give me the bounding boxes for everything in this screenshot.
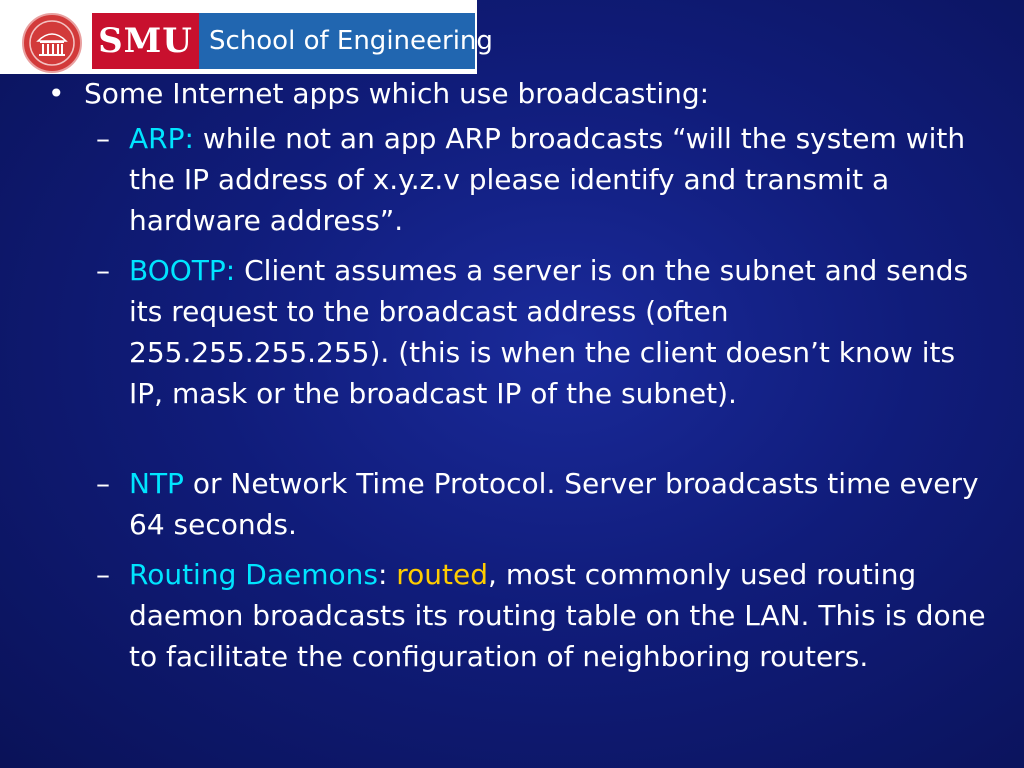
main-bullet: • Some Internet apps which use broadcasti… [48, 74, 709, 114]
routing-description: , most commonly used routing daemon broa… [129, 558, 986, 673]
highlight-routed: routed [396, 558, 489, 591]
sub-item-arp: – ARP: while not an app ARP broadcasts “… [96, 118, 996, 241]
term-arp: ARP: [129, 122, 194, 155]
logo-banner: SMU School of Engineering [0, 0, 493, 74]
term-routing-daemons: Routing Daemons [129, 558, 378, 591]
sub-item-bootp-text: BOOTP: Client assumes a server is on the… [129, 250, 996, 414]
dash-marker: – [96, 467, 110, 500]
sub-item-bootp: – BOOTP: Client assumes a server is on t… [96, 250, 996, 414]
arp-description: while not an app ARP broadcasts “will th… [129, 122, 966, 237]
bullet-marker: • [48, 77, 65, 110]
sub-item-routing: – Routing Daemons: routed, most commonly… [96, 554, 996, 677]
dash-marker: – [96, 558, 110, 591]
school-name: School of Engineering [199, 13, 493, 69]
sub-item-ntp-text: NTP or Network Time Protocol. Server bro… [129, 463, 996, 545]
main-bullet-text: Some Internet apps which use broadcastin… [84, 77, 710, 110]
university-seal-icon [22, 13, 82, 73]
smu-logo: SMU [92, 13, 199, 69]
sub-item-routing-text: Routing Daemons: routed, most commonly u… [129, 554, 996, 677]
sub-item-ntp: – NTP or Network Time Protocol. Server b… [96, 463, 996, 545]
ntp-description: or Network Time Protocol. Server broadca… [129, 467, 979, 541]
bootp-description: Client assumes a server is on the subnet… [129, 254, 969, 410]
seal-graphic [29, 20, 75, 66]
routing-separator: : [377, 558, 397, 591]
dash-marker: – [96, 122, 110, 155]
term-ntp: NTP [129, 467, 184, 500]
term-bootp: BOOTP: [129, 254, 236, 287]
dash-marker: – [96, 254, 110, 287]
sub-item-arp-text: ARP: while not an app ARP broadcasts “wi… [129, 118, 996, 241]
